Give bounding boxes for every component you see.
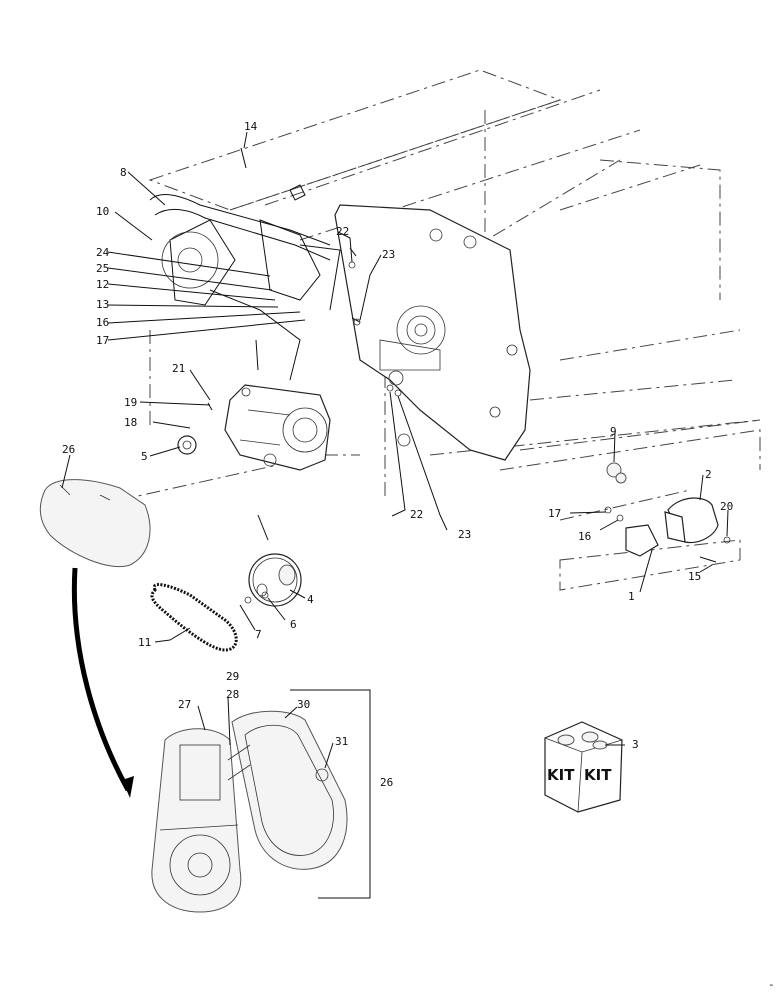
callout-29: 29 — [226, 670, 239, 683]
callout-20: 20 — [720, 500, 733, 513]
callout-12: 12 — [96, 278, 109, 291]
callout-4: 4 — [307, 593, 314, 606]
corner-mark: - — [768, 978, 775, 991]
callout-9: 9 — [610, 425, 617, 438]
large-sprocket — [248, 514, 302, 607]
callout-1: 1 — [628, 590, 635, 603]
callout-8: 8 — [120, 166, 127, 179]
callout-2: 2 — [705, 468, 712, 481]
callout-17a: 17 — [96, 334, 109, 347]
chain-case-detail — [151, 710, 348, 913]
callout-26b: 26 — [380, 776, 393, 789]
callout-23b: 23 — [458, 528, 471, 541]
callout-17b: 17 — [548, 507, 561, 520]
callout-31: 31 — [335, 735, 348, 748]
callout-16b: 16 — [578, 530, 591, 543]
callout-10: 10 — [96, 205, 109, 218]
bearing-assembly — [604, 462, 731, 563]
callout-19: 19 — [124, 396, 137, 409]
callout-18: 18 — [124, 416, 137, 429]
callout-5: 5 — [141, 450, 148, 463]
small-sprocket — [177, 435, 197, 455]
chain-case-housing — [224, 384, 331, 471]
callout-14: 14 — [244, 120, 258, 133]
callout-26a: 26 — [62, 443, 75, 456]
callout-11: 11 — [138, 636, 151, 649]
kit-label-left: KIT — [547, 766, 575, 784]
callout-22b: 22 — [410, 508, 423, 521]
callout-3: 3 — [632, 738, 639, 751]
side-plate — [334, 204, 531, 461]
leader-lines — [61, 131, 729, 899]
callout-30: 30 — [297, 698, 310, 711]
kit-box: KIT KIT — [544, 721, 623, 813]
callout-7: 7 — [255, 628, 262, 641]
callout-23a: 23 — [382, 248, 395, 261]
callouts: 1 2 3 4 5 6 7 8 9 10 11 12 13 14 15 16 1… — [62, 120, 733, 789]
callout-24: 24 — [96, 246, 110, 259]
callout-21: 21 — [172, 362, 185, 375]
chain-guard-cover — [39, 479, 151, 567]
callout-27: 27 — [178, 698, 191, 711]
callout-6: 6 — [290, 618, 297, 631]
kit-label-right: KIT — [584, 766, 612, 784]
drive-chain — [150, 583, 238, 652]
callout-25: 25 — [96, 262, 109, 275]
drive-frame — [149, 184, 341, 381]
callout-22a: 22 — [336, 225, 349, 238]
callout-15: 15 — [688, 570, 701, 583]
callout-13: 13 — [96, 298, 109, 311]
callout-16a: 16 — [96, 316, 109, 329]
detail-arrow — [71, 567, 134, 798]
callout-28: 28 — [226, 688, 239, 701]
